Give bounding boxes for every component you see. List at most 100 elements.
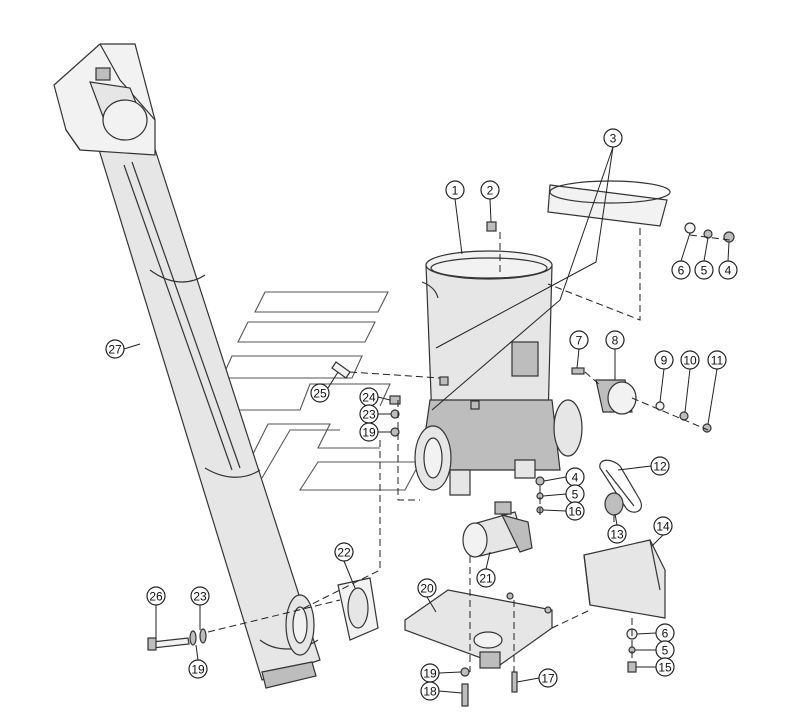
belt-guard <box>583 539 666 619</box>
callout-circle <box>654 350 674 370</box>
callout-circle <box>680 350 700 370</box>
callout-19: 19 <box>420 663 440 683</box>
callout-23: 23 <box>359 404 379 424</box>
callout-circle <box>480 180 500 200</box>
callout-number: 11 <box>711 354 724 368</box>
bolt-25 <box>331 361 351 379</box>
callout-number: 13 <box>610 528 624 542</box>
callout-5: 5 <box>655 640 675 660</box>
callout-circle <box>190 586 210 606</box>
callout-circle <box>188 659 208 679</box>
callout-27: 27 <box>105 339 125 359</box>
bearing-housing <box>595 379 637 415</box>
callout-number: 12 <box>653 460 667 474</box>
callout-circle <box>310 383 330 403</box>
callout-number: 5 <box>662 644 669 658</box>
callout-number: 8 <box>612 334 619 348</box>
assembly-lines <box>207 228 731 672</box>
callout-8: 8 <box>605 330 625 350</box>
callout-number: 14 <box>656 520 670 534</box>
callout-number: 6 <box>662 627 669 641</box>
electric-motor <box>462 501 533 558</box>
callout-5: 5 <box>565 484 585 504</box>
bolt-18 <box>460 667 470 707</box>
flange-gasket <box>337 577 379 641</box>
callout-circle <box>718 260 738 280</box>
callout-9: 9 <box>654 350 674 370</box>
callout-circle <box>603 128 623 148</box>
callout-circle <box>694 260 714 280</box>
callout-17: 17 <box>538 668 558 688</box>
callout-number: 21 <box>479 572 493 586</box>
callout-number: 16 <box>568 505 582 519</box>
callout-number: 4 <box>725 264 732 278</box>
bolt-7 <box>571 367 585 375</box>
callout-circle <box>146 586 166 606</box>
callout-24: 24 <box>359 387 379 407</box>
leader-lines <box>123 146 730 694</box>
callout-number: 22 <box>337 546 351 560</box>
callout-number: 2 <box>487 184 494 198</box>
callout-number: 27 <box>108 343 122 357</box>
callout-21: 21 <box>476 568 496 588</box>
fasteners-left <box>389 395 401 437</box>
callout-22: 22 <box>334 542 354 562</box>
bolt-17 <box>511 671 518 693</box>
callout-number: 5 <box>701 264 708 278</box>
callout-number: 26 <box>149 590 163 604</box>
bolt-26 <box>147 628 207 651</box>
bolt-2 <box>486 221 497 232</box>
callout-number: 24 <box>362 391 376 405</box>
callout-circle <box>476 568 496 588</box>
fasteners-9-10-11 <box>655 401 712 433</box>
callout-circle <box>359 422 379 442</box>
callout-23: 23 <box>190 586 210 606</box>
watermark-logo <box>221 291 421 491</box>
callout-26: 26 <box>146 586 166 606</box>
base-plate <box>404 589 553 669</box>
callout-20: 20 <box>417 578 437 598</box>
callout-number: 23 <box>362 408 376 422</box>
callout-circle <box>420 681 440 701</box>
callout-4: 4 <box>565 467 585 487</box>
callout-number: 23 <box>193 590 207 604</box>
auger-motor <box>89 67 148 141</box>
auger-flange <box>285 594 315 656</box>
callout-7: 7 <box>569 330 589 350</box>
callout-19: 19 <box>359 422 379 442</box>
callout-circle <box>655 657 675 677</box>
hopper-cylinder <box>421 250 553 421</box>
callout-number: 15 <box>658 661 672 675</box>
callout-number: 7 <box>576 334 583 348</box>
callout-circle <box>671 260 691 280</box>
callout-10: 10 <box>680 350 700 370</box>
callout-number: 18 <box>423 685 437 699</box>
callout-number: 4 <box>572 471 579 485</box>
callout-number: 10 <box>683 354 697 368</box>
callout-circle <box>707 350 727 370</box>
callout-circle <box>105 339 125 359</box>
hopper-lower-housing <box>414 399 583 496</box>
callout-circle <box>653 516 673 536</box>
pulley <box>604 492 624 516</box>
callout-4: 4 <box>718 260 738 280</box>
callout-circle <box>569 330 589 350</box>
callout-1: 1 <box>445 180 465 200</box>
callout-6: 6 <box>671 260 691 280</box>
callout-number: 9 <box>661 354 668 368</box>
drive-belt <box>599 459 642 513</box>
callout-circle <box>538 668 558 688</box>
callout-25: 25 <box>310 383 330 403</box>
callout-number: 3 <box>610 132 617 146</box>
callout-number: 1 <box>452 184 459 198</box>
callout-16: 16 <box>565 501 585 521</box>
fasteners-middle <box>535 476 545 514</box>
callout-12: 12 <box>650 456 670 476</box>
callout-circle <box>417 578 437 598</box>
callout-number: 5 <box>572 488 579 502</box>
callout-11: 11 <box>707 350 727 370</box>
callout-18: 18 <box>420 681 440 701</box>
callout-number: 17 <box>541 672 555 686</box>
